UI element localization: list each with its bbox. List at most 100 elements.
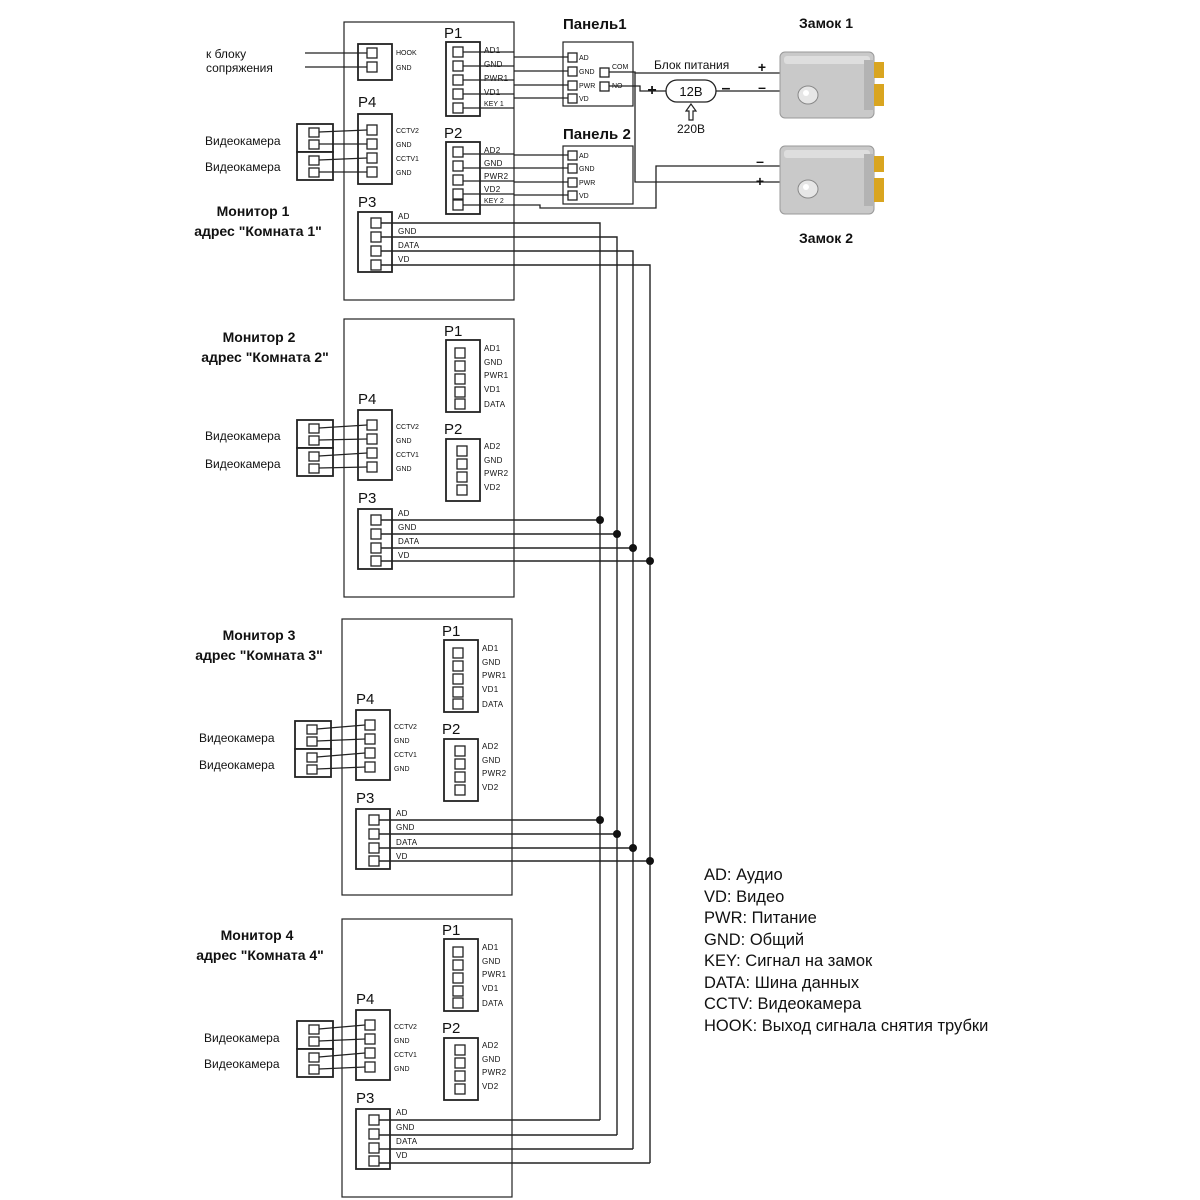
monitor-2-camera-label: Видеокамера — [205, 429, 281, 443]
monitor-2-p4-label: P4 — [358, 391, 376, 408]
monitor-3-p3-label: P3 — [356, 790, 374, 807]
monitor-2-p1-connector — [445, 339, 481, 413]
monitor-3: Монитор 3 адрес "Комната 3" P1 AD1 GND P… — [195, 618, 513, 896]
monitor-3-p2-pin-label: AD2 — [482, 742, 499, 751]
legend-item: PWR: Питание — [704, 909, 817, 927]
monitor-2-p1-pin-label: DATA — [484, 400, 506, 409]
monitor-2-p3-pin-label: VD — [398, 551, 410, 560]
panel-2-pin-label: AD — [579, 153, 589, 160]
monitor-4-p2-label: P2 — [442, 1020, 460, 1037]
monitor-1-camera-plugs — [296, 123, 334, 181]
monitor-4-p3-pin-label: AD — [396, 1108, 408, 1117]
monitor-1-p3-label: P3 — [358, 194, 376, 211]
legend-item: GND: Общий — [704, 931, 804, 949]
monitor-4-camera-label: Видеокамера — [204, 1031, 280, 1045]
monitor-1-p2-pin-label: VD2 — [484, 185, 501, 194]
monitor-1-p3-pin-label: DATA — [398, 241, 420, 250]
monitor-2-address: адрес "Комната 2" — [201, 349, 329, 365]
monitor-1-p1-pin-label: GND — [484, 60, 503, 69]
monitor-1-p2-connector — [445, 141, 481, 215]
monitor-3-p1-pin-label: DATA — [482, 700, 504, 709]
monitor-4-p1-label: P1 — [442, 922, 460, 939]
monitor-1-p2-label: P2 — [444, 125, 462, 142]
monitor-2-p4-connector — [357, 409, 393, 481]
panel-2-pin-label: PWR — [579, 180, 595, 187]
lock-2-minus: – — [756, 153, 764, 169]
lock-1: Замок 1 + – — [758, 15, 884, 119]
monitor-1-p2-pin-label: AD2 — [484, 146, 501, 155]
interface-block-label: сопряжения — [206, 61, 273, 75]
panel-2-pin-label: GND — [579, 166, 595, 173]
monitor-3-p2-pin-label: PWR2 — [482, 769, 507, 778]
monitor-1-p1-pin-label: KEY 1 — [484, 101, 504, 108]
monitor-4-p1-pin-label: AD1 — [482, 943, 499, 952]
monitor-1-title: Монитор 1 — [217, 203, 290, 219]
monitor-3-p3-pin-label: AD — [396, 809, 408, 818]
monitor-2-p1-label: P1 — [444, 323, 462, 340]
monitor-4-p1-pin-label: GND — [482, 957, 501, 966]
legend-item: AD: Аудио — [704, 866, 783, 884]
monitor-1-p4-pin-label: GND — [396, 142, 412, 149]
monitor-3-p4-pin-label: CCTV2 — [394, 724, 417, 731]
power-supply: Блок питания 12В + – 220В — [647, 58, 730, 136]
monitor-1-hook-pin-label: HOOK — [396, 50, 417, 57]
monitor-2-p2-pin-label: PWR2 — [484, 469, 509, 478]
monitor-1-camera-label: Видеокамера — [205, 160, 281, 174]
hook-wires — [305, 52, 367, 68]
monitor-4-p2-pin-label: AD2 — [482, 1041, 499, 1050]
legend-item: VD: Видео — [704, 888, 784, 906]
monitor-4-p2-pin-label: GND — [482, 1055, 501, 1064]
monitor-3-camera-label: Видеокамера — [199, 731, 275, 745]
panel-2: Панель 2 AD GND PWR VD — [562, 126, 634, 205]
monitor-1-p1-connector — [445, 41, 481, 117]
legend: AD: Аудио VD: Видео PWR: Питание GND: Об… — [704, 866, 988, 1035]
power-supply-minus: – — [722, 80, 731, 97]
monitor-2: Монитор 2 адрес "Комната 2" P1 AD1 GND P… — [201, 318, 515, 598]
monitor-4-p4-label: P4 — [356, 991, 374, 1008]
monitor-3-p1-label: P1 — [442, 623, 460, 640]
monitor-2-camera-label: Видеокамера — [205, 457, 281, 471]
monitor-1-p1-label: P1 — [444, 25, 462, 42]
monitor-2-p4-pin-label: CCTV2 — [396, 424, 419, 431]
monitor-3-camera-plugs — [294, 720, 332, 778]
monitor-2-p3-connector — [357, 508, 393, 570]
panel-2-wires — [514, 154, 568, 196]
monitor-1-p3-pin-label: AD — [398, 212, 410, 221]
monitor-2-p3-pin-label: GND — [398, 523, 417, 532]
monitor-3-p2-connector — [443, 738, 479, 802]
monitor-2-p2-connector — [445, 438, 481, 502]
monitor-2-title: Монитор 2 — [223, 329, 296, 345]
monitor-2-p4-pin-label: CCTV1 — [396, 452, 419, 459]
monitor-2-p4-pin-label: GND — [396, 438, 412, 445]
monitor-2-p1-pin-label: VD1 — [484, 385, 501, 394]
monitor-4-p3-label: P3 — [356, 1090, 374, 1107]
lock-1-plus: + — [758, 59, 766, 75]
monitor-2-p3-pin-label: AD — [398, 509, 410, 518]
monitor-2-p1-pin-label: AD1 — [484, 344, 501, 353]
legend-item: CCTV: Видеокамера — [704, 995, 862, 1013]
mains-arrow-icon — [684, 102, 698, 121]
monitor-4-p4-pin-label: GND — [394, 1066, 410, 1073]
monitor-3-p4-label: P4 — [356, 691, 374, 708]
legend-item: DATA: Шина данных — [704, 974, 860, 992]
monitor-3-p3-pin-label: VD — [396, 852, 408, 861]
power-supply-voltage: 12В — [679, 84, 702, 99]
panel-1-title: Панель1 — [563, 16, 627, 33]
power-wires — [514, 71, 782, 209]
monitor-2-p3-label: P3 — [358, 490, 376, 507]
monitor-4-p3-pin-label: VD — [396, 1151, 408, 1160]
monitor-4-p2-pin-label: VD2 — [482, 1082, 499, 1091]
lock-1-minus: – — [758, 79, 766, 95]
lock-2-plus: + — [756, 173, 764, 189]
monitor-1-p3-pin-label: VD — [398, 255, 410, 264]
monitor-2-p1-pin-label: GND — [484, 358, 503, 367]
monitor-3-p2-pin-label: GND — [482, 756, 501, 765]
monitor-1-p1-pin-label: PWR1 — [484, 74, 509, 83]
monitor-1-p4-connector — [357, 113, 393, 185]
monitor-1-p2-pin-label: KEY 2 — [484, 198, 504, 205]
panel-1-relay-label: COM — [612, 64, 629, 71]
monitor-4-p1-pin-label: PWR1 — [482, 970, 507, 979]
monitor-3-p1-pin-label: VD1 — [482, 685, 499, 694]
monitor-4-p1-pin-label: DATA — [482, 999, 504, 1008]
panel-2-title: Панель 2 — [563, 126, 631, 143]
